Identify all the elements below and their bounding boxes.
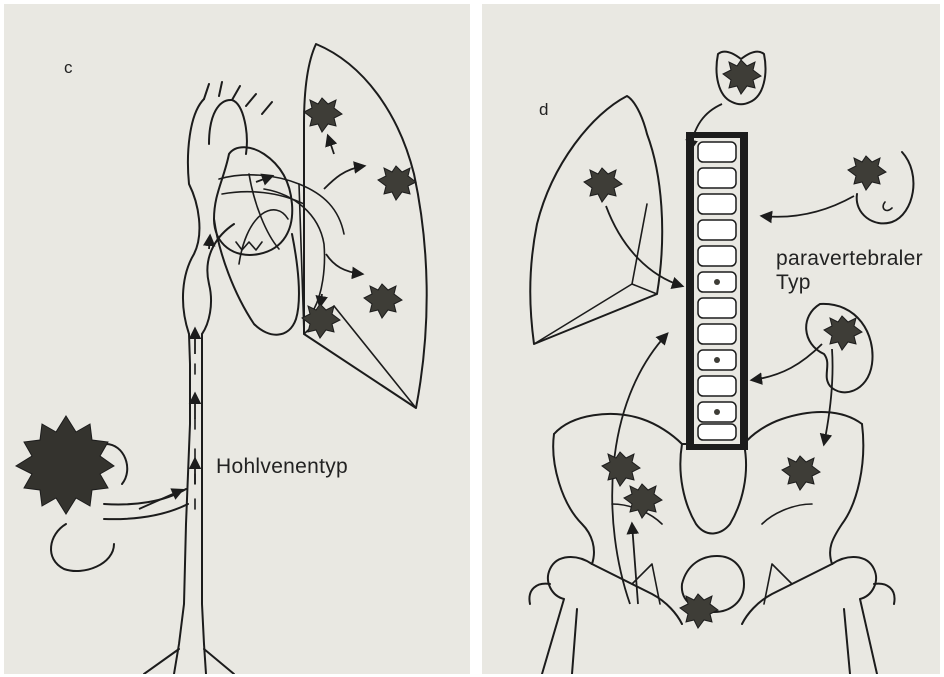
metastasis-icon [16,98,416,514]
lung-outline [530,96,662,344]
diagram-vena-cava-type [4,4,470,674]
spine [686,132,748,450]
femur-left [529,557,592,674]
femur-right [832,557,895,674]
diagram-paravertebral-type [482,4,940,674]
panel-d-paravertebraler-typ: d paravertebraler Typ [482,4,940,674]
kidney [806,304,872,392]
panel-c-hohlvenentyp: c Hohlvenentyp [4,4,470,674]
